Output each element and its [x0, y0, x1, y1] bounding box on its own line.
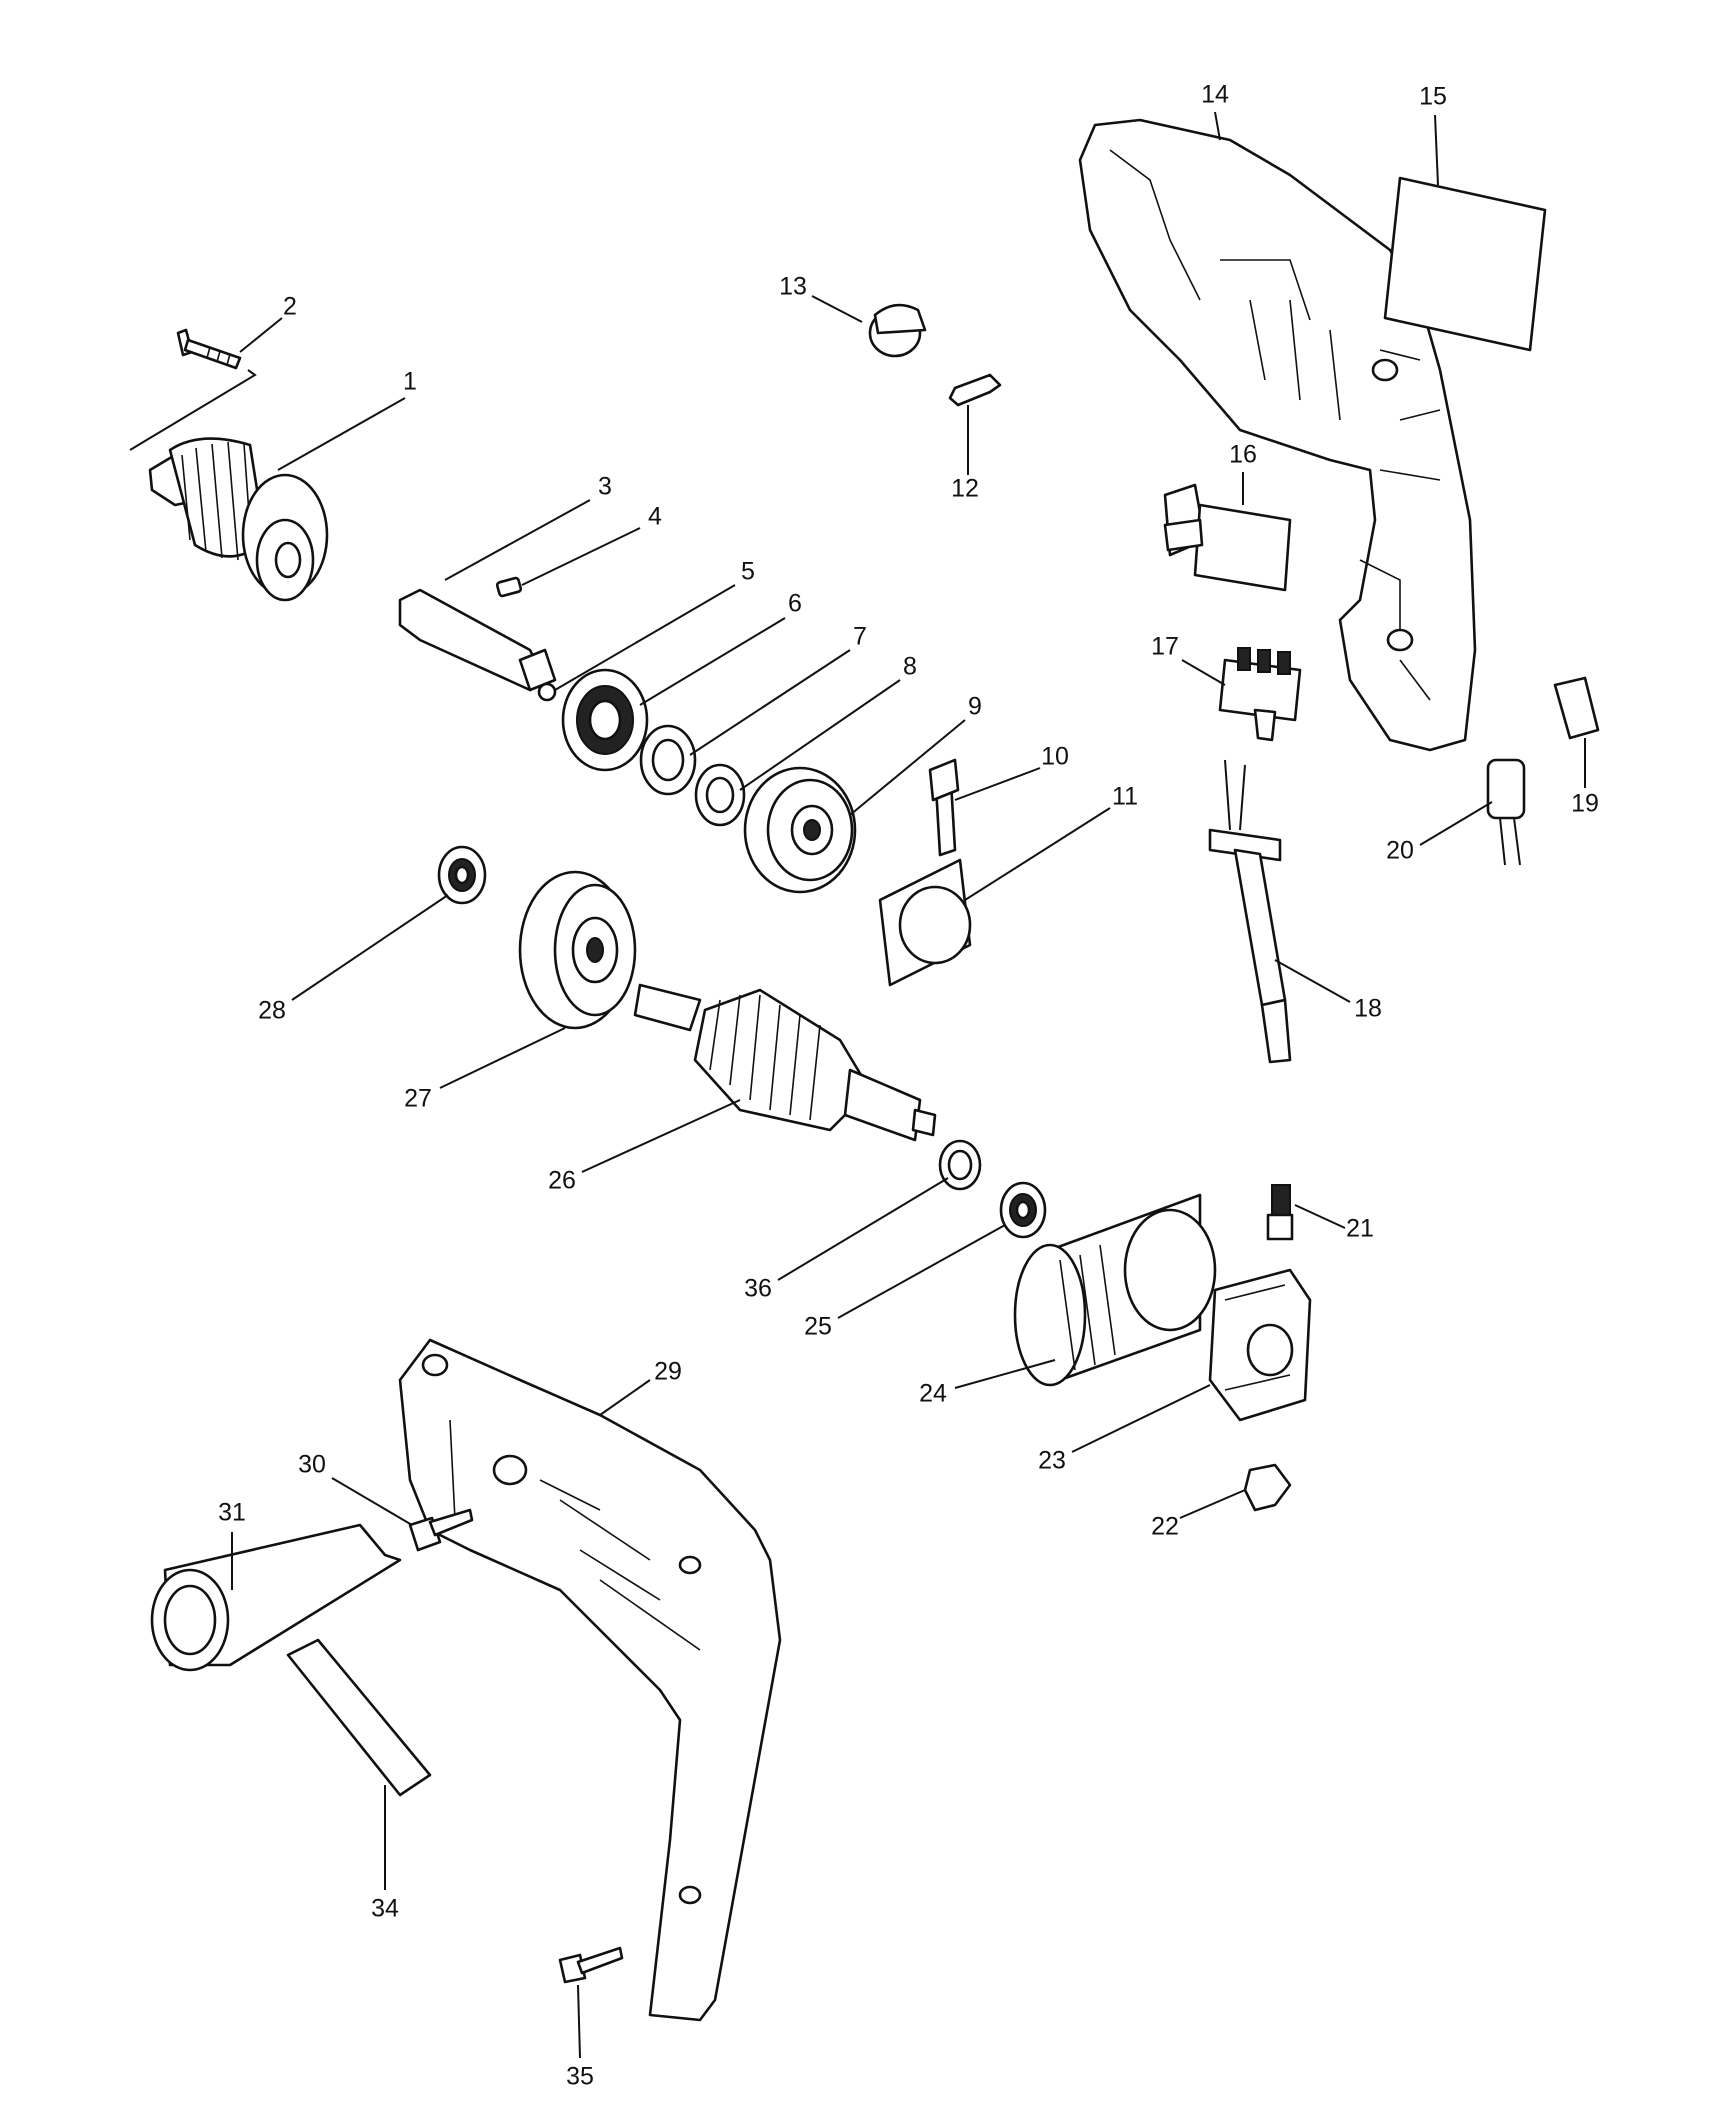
part-number-label: 10 [1041, 743, 1069, 771]
leader-line-23 [1071, 1384, 1211, 1453]
leader-line-2 [239, 317, 283, 353]
leader-line-1 [277, 397, 406, 471]
part-number-label: 24 [919, 1380, 947, 1408]
leader-lines [231, 111, 1586, 2059]
part-number-label: 1 [403, 368, 417, 396]
leader-line-3 [444, 499, 591, 581]
leader-line-11 [964, 807, 1111, 901]
part-number-label: 6 [788, 590, 802, 618]
leader-line-27 [439, 1027, 566, 1089]
part-tapping-screw [558, 1946, 624, 1984]
part-hex-bolt [408, 1508, 474, 1552]
part-change-lever [928, 758, 960, 857]
leader-line-7 [689, 649, 851, 756]
part-number-label: 20 [1386, 837, 1414, 865]
part-carbon-brush-block [1553, 676, 1600, 740]
part-name-plate [1383, 176, 1547, 352]
part-number-label: 18 [1354, 995, 1382, 1023]
part-number-label: 13 [779, 273, 807, 301]
leader-line-22 [1179, 1489, 1246, 1519]
leader-line-20 [1419, 801, 1493, 846]
part-number-label: 14 [1201, 81, 1229, 109]
leader-line-15 [1434, 114, 1439, 186]
leader-line-4 [521, 527, 641, 586]
part-number-label: 5 [741, 558, 755, 586]
leader-line-36 [777, 1177, 949, 1281]
part-spur-gear-small [743, 766, 857, 894]
leader-line-14 [1214, 111, 1221, 141]
part-number-label: 21 [1346, 1215, 1374, 1243]
part-number-label: 23 [1038, 1447, 1066, 1475]
leader-line-9 [849, 719, 966, 816]
part-armature [633, 983, 937, 1142]
leader-line-28 [291, 894, 449, 1001]
part-ball-bearing-small [999, 1181, 1047, 1239]
part-number-label: 25 [804, 1313, 832, 1341]
leader-line-8 [739, 679, 901, 791]
part-brush-holder [1208, 1268, 1312, 1422]
leader-line-6 [639, 617, 786, 706]
leader-line-21 [1294, 1204, 1346, 1229]
part-ball-bearing-large [561, 668, 649, 772]
leader-line-13 [811, 295, 863, 323]
part-gear-housing-and-handle [398, 1338, 782, 2022]
part-screw-chuck [176, 328, 242, 370]
part-number-label: 27 [404, 1085, 432, 1113]
part-housing-set [1078, 118, 1477, 752]
part-speed-knob [868, 303, 927, 358]
leader-line-24 [954, 1359, 1056, 1389]
part-retaining-ring [639, 724, 697, 796]
part-number-label: 22 [1151, 1513, 1179, 1541]
part-number-label: 26 [548, 1167, 576, 1195]
part-number-label: 12 [951, 475, 979, 503]
part-number-label: 30 [298, 1451, 326, 1479]
part-terminal-block [1218, 647, 1302, 742]
part-number-label: 3 [598, 473, 612, 501]
part-number-label: 19 [1571, 790, 1599, 818]
part-power-cord [1208, 759, 1292, 1064]
part-woodruff-key [495, 576, 523, 598]
part-field-stator [1013, 1193, 1217, 1387]
part-number-label: 29 [654, 1358, 682, 1386]
part-number-label: 8 [903, 653, 917, 681]
leader-line-30 [331, 1477, 413, 1526]
part-number-label: 17 [1151, 633, 1179, 661]
part-carbon-brush [1266, 1184, 1294, 1241]
leader-line-17 [1181, 659, 1226, 686]
leader-line-5 [554, 584, 736, 691]
part-side-label [286, 1638, 432, 1797]
part-number-label: 36 [744, 1275, 772, 1303]
part-helical-gear [518, 870, 637, 1030]
part-clip [948, 373, 1002, 407]
part-needle-bearing [437, 845, 487, 905]
part-steel-ball [537, 682, 557, 702]
part-flat-washer [694, 763, 746, 827]
part-number-label: 34 [371, 1895, 399, 1923]
part-chuck [148, 437, 329, 602]
leader-line-26 [581, 1099, 741, 1173]
leader-line-25 [837, 1224, 1006, 1319]
leader-line-18 [1274, 959, 1351, 1003]
part-noise-suppressor [1486, 758, 1526, 866]
part-number-label: 31 [218, 1499, 246, 1527]
part-number-label: 9 [968, 693, 982, 721]
part-number-label: 16 [1229, 441, 1257, 469]
leader-line-10 [954, 767, 1041, 801]
part-number-label: 2 [283, 293, 297, 321]
part-switch [1163, 483, 1292, 592]
part-number-label: 11 [1112, 783, 1138, 811]
part-number-label: 28 [258, 997, 286, 1025]
part-number-label: 15 [1419, 83, 1447, 111]
leader-line-29 [599, 1379, 651, 1416]
part-spindle [398, 588, 557, 692]
part-change-knob [878, 858, 972, 987]
part-number-label: 4 [648, 503, 662, 531]
part-insulation-washer [938, 1139, 982, 1191]
leader-line-35 [577, 1984, 581, 2059]
part-number-label: 35 [566, 2063, 594, 2091]
part-number-label: 7 [853, 623, 867, 651]
part-side-grip [150, 1523, 402, 1672]
